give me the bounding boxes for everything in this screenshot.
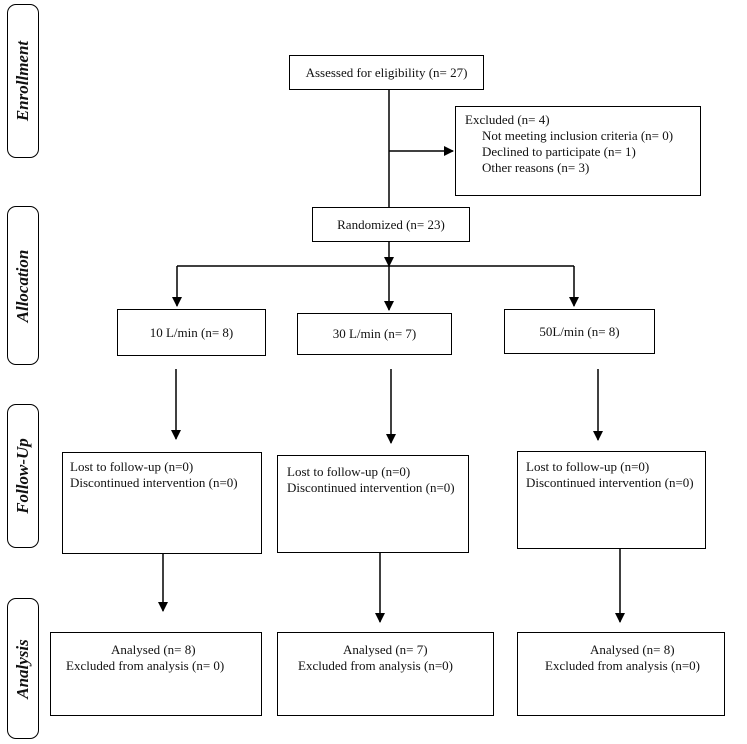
phase-label-text: Follow-Up: [13, 438, 32, 514]
allocation-text: 10 L/min (n= 8): [149, 325, 234, 340]
followup-discontinued: Discontinued intervention (n=0): [287, 480, 455, 495]
phase-label-text: Enrollment: [13, 40, 32, 122]
randomized-text: Randomized (n= 23): [337, 217, 445, 232]
allocation-text: 50L/min (n= 8): [539, 324, 620, 339]
analysis-excluded: Excluded from analysis (n=0): [298, 658, 453, 673]
analysis-analysed: Analysed (n= 8): [111, 642, 196, 657]
excluded-reason: Declined to participate (n= 1): [482, 144, 636, 159]
assessed-text: Assessed for eligibility (n= 27): [305, 65, 468, 80]
allocation-text: 30 L/min (n= 7): [332, 326, 417, 341]
followup-box-arm2: Lost to follow-up (n=0) Discontinued int…: [277, 455, 469, 553]
followup-lost: Lost to follow-up (n=0): [287, 464, 411, 479]
allocation-box-arm1: 10 L/min (n= 8): [117, 309, 266, 356]
analysis-box-arm1: Analysed (n= 8) Excluded from analysis (…: [50, 632, 262, 716]
phase-label-enrollment: Enrollment: [7, 4, 39, 158]
phase-label-allocation: Allocation: [7, 206, 39, 365]
phase-label-follow-up: Follow-Up: [7, 404, 39, 548]
randomized-box: Randomized (n= 23): [312, 207, 470, 242]
assessed-box: Assessed for eligibility (n= 27): [289, 55, 484, 90]
analysis-analysed: Analysed (n= 7): [343, 642, 428, 657]
phase-label-text: Allocation: [13, 249, 32, 322]
excluded-title: Excluded (n= 4): [465, 112, 550, 127]
excluded-reason: Not meeting inclusion criteria (n= 0): [482, 128, 674, 143]
followup-box-arm3: Lost to follow-up (n=0) Discontinued int…: [517, 451, 706, 549]
excluded-box: Excluded (n= 4) Not meeting inclusion cr…: [455, 106, 701, 196]
phase-label-text: Analysis: [13, 638, 32, 699]
allocation-box-arm2: 30 L/min (n= 7): [297, 313, 452, 355]
analysis-excluded: Excluded from analysis (n=0): [545, 658, 700, 673]
analysis-box-arm3: Analysed (n= 8) Excluded from analysis (…: [517, 632, 725, 716]
phase-label-analysis: Analysis: [7, 598, 39, 739]
analysis-box-arm2: Analysed (n= 7) Excluded from analysis (…: [277, 632, 494, 716]
followup-lost: Lost to follow-up (n=0): [526, 459, 650, 474]
analysis-excluded: Excluded from analysis (n= 0): [66, 658, 225, 673]
allocation-box-arm3: 50L/min (n= 8): [504, 309, 655, 354]
followup-lost: Lost to follow-up (n=0): [70, 459, 194, 474]
analysis-analysed: Analysed (n= 8): [590, 642, 675, 657]
followup-discontinued: Discontinued intervention (n=0): [70, 475, 238, 490]
excluded-reason: Other reasons (n= 3): [482, 160, 590, 175]
followup-discontinued: Discontinued intervention (n=0): [526, 475, 694, 490]
followup-box-arm1: Lost to follow-up (n=0) Discontinued int…: [62, 452, 262, 554]
